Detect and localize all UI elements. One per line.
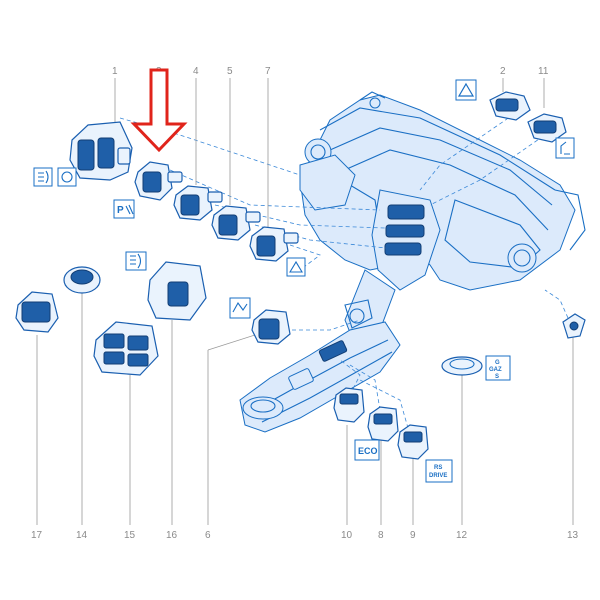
callout-15: 15 <box>124 530 136 541</box>
part-1-switch-block <box>69 121 133 181</box>
part-8-eco-switch <box>367 406 399 442</box>
callout-8: 8 <box>378 530 384 541</box>
gaz-label-3: S <box>495 374 499 380</box>
callout-4: 4 <box>193 66 199 77</box>
rs-drive-label-1: RS <box>434 465 442 471</box>
hazard-warning-icon <box>455 79 477 101</box>
part-13-clip <box>562 313 586 339</box>
part-14-knob <box>63 266 101 294</box>
part-15-switch-panel <box>93 321 159 376</box>
callout-16: 16 <box>166 530 178 541</box>
highlight-arrow-icon <box>130 68 188 153</box>
centre-console <box>239 299 401 433</box>
headlight-level-icon <box>125 251 147 271</box>
mirror-adjust-icon <box>57 167 77 187</box>
part-5-switch <box>211 205 261 241</box>
callout-12: 12 <box>456 530 468 541</box>
parking-sensor-label: P <box>117 205 124 216</box>
dashboard-assembly <box>299 91 586 346</box>
part-9-rs-drive-switch <box>397 424 429 460</box>
part-10-switch <box>333 387 365 423</box>
part-11-switch <box>527 113 567 143</box>
part-2-hazard-switch <box>489 91 531 121</box>
callout-7: 7 <box>265 66 271 77</box>
callout-14: 14 <box>76 530 88 541</box>
callout-5: 5 <box>227 66 233 77</box>
part-16-switch-module <box>147 261 207 321</box>
lpg-fuel-icon <box>485 355 511 381</box>
eco-label: ECO <box>358 446 378 456</box>
rs-drive-icon <box>425 459 453 483</box>
callout-9: 9 <box>410 530 416 541</box>
callout-11: 11 <box>538 66 549 77</box>
eco-mode-icon <box>354 439 380 461</box>
rs-drive-label-2: DRIVE <box>429 473 447 479</box>
symbol-icons: P ECO RS DRIVE G GAZ S <box>33 79 575 483</box>
callout-1: 1 <box>112 66 118 77</box>
part-12-badge <box>441 356 483 376</box>
part-4-switch <box>173 185 223 221</box>
esp-off-icon <box>286 257 306 277</box>
part-17-switch <box>15 291 59 333</box>
gaz-label-1: G <box>495 360 500 366</box>
callout-13: 13 <box>567 530 579 541</box>
parking-sensor-icon <box>113 199 135 219</box>
callout-2: 2 <box>500 66 506 77</box>
speed-limiter-icon <box>229 297 251 319</box>
callout-10: 10 <box>341 530 353 541</box>
seat-heating-icon <box>555 137 575 159</box>
callout-6: 6 <box>205 530 211 541</box>
gaz-label-2: GAZ <box>489 367 502 373</box>
part-3-switch <box>134 161 183 201</box>
callout-17: 17 <box>31 530 43 541</box>
leader-lines <box>36 78 574 525</box>
part-6-switch <box>251 309 291 345</box>
part-7-switch <box>249 226 299 262</box>
